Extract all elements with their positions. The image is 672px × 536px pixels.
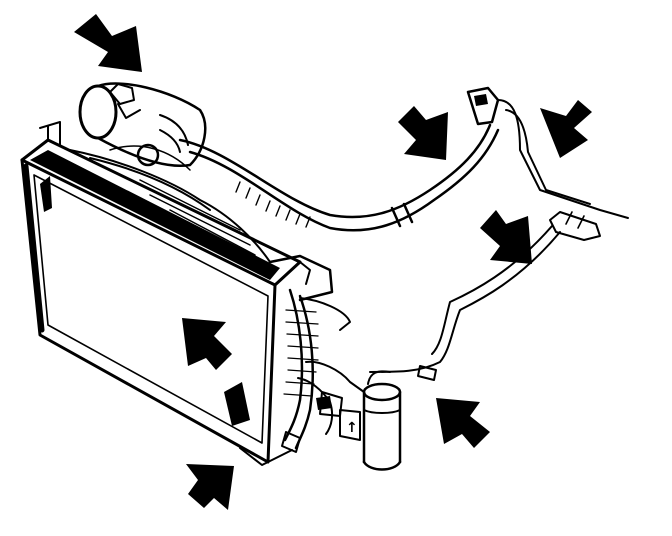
arrow-firewall-connection [540,100,592,158]
arrow-compressor [74,14,142,72]
receiver-drier [339,370,402,471]
ac-compressor [78,82,207,168]
arrow-suction-hose [398,106,448,160]
condenser [20,121,311,466]
suction-hose [178,86,500,232]
condenser-lines [268,254,365,453]
direction-marker: ↑ [346,420,358,436]
arrow-condenser-bottom [186,464,234,510]
callout-arrows [74,14,592,510]
arrow-condenser [182,318,232,370]
arrow-liquid-line [480,210,532,264]
arrow-receiver-drier [436,398,490,448]
